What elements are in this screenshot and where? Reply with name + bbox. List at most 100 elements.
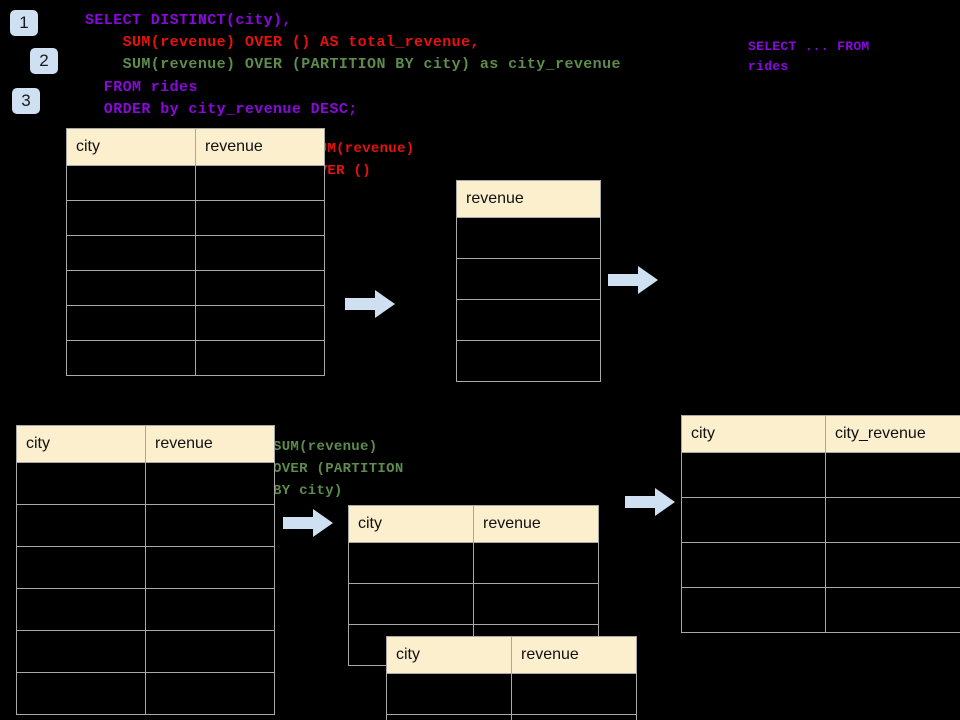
table-header-row: city revenue	[348, 505, 599, 543]
cell-revenue	[145, 588, 275, 631]
cell-city	[386, 673, 512, 715]
column-header-city-revenue: city_revenue	[825, 415, 960, 453]
column-header-revenue: revenue	[195, 128, 325, 166]
cell-city	[348, 583, 474, 625]
table-row	[66, 200, 325, 236]
column-header-city: city	[16, 425, 146, 463]
step-badge-3: 3	[12, 88, 40, 114]
cell-city-revenue	[825, 542, 960, 588]
cell-city	[681, 587, 826, 633]
cell-revenue	[456, 340, 601, 382]
cell-city	[66, 305, 196, 341]
column-header-city: city	[386, 636, 512, 674]
cell-revenue	[511, 673, 637, 715]
partition-group-table-front: city revenue	[386, 636, 637, 720]
cell-revenue	[145, 546, 275, 589]
cell-city-revenue	[825, 497, 960, 543]
cell-city	[66, 165, 196, 201]
cell-city	[681, 497, 826, 543]
table-row	[348, 542, 599, 584]
cell-revenue	[456, 217, 601, 259]
table-row	[681, 452, 960, 498]
step-badge-1: 1	[10, 10, 38, 36]
cell-city	[66, 270, 196, 306]
cell-city-revenue	[825, 587, 960, 633]
column-header-city: city	[348, 505, 474, 543]
column-header-revenue: revenue	[511, 636, 637, 674]
table-header-row: city revenue	[66, 128, 325, 166]
cell-city-revenue	[825, 452, 960, 498]
cell-revenue	[473, 583, 599, 625]
table-row	[66, 235, 325, 271]
cell-revenue	[145, 504, 275, 547]
table-row	[348, 583, 599, 625]
table-header-row: city revenue	[16, 425, 275, 463]
cell-city	[348, 542, 474, 584]
cell-city	[16, 630, 146, 673]
table-header-row: city revenue	[386, 636, 637, 674]
sql-line-order-by: ORDER by city_revenue DESC;	[85, 101, 358, 118]
column-header-revenue: revenue	[145, 425, 275, 463]
sql-line-sum-over-empty: SUM(revenue) OVER () AS total_revenue,	[85, 34, 480, 51]
table-row	[66, 165, 325, 201]
column-header-city: city	[681, 415, 826, 453]
cell-city	[16, 672, 146, 715]
cell-city	[386, 714, 512, 720]
total-revenue-table: revenue	[456, 180, 601, 382]
arrow-rides-to-total	[345, 290, 395, 318]
cell-revenue	[195, 165, 325, 201]
cell-revenue	[473, 542, 599, 584]
cell-revenue	[195, 270, 325, 306]
cell-revenue	[195, 235, 325, 271]
table-row	[681, 542, 960, 588]
cell-city	[16, 462, 146, 505]
table-header-row: revenue	[456, 180, 601, 218]
arrow-rides-to-partition	[283, 509, 333, 537]
cell-revenue	[195, 305, 325, 341]
cell-city	[66, 340, 196, 376]
cell-revenue	[145, 462, 275, 505]
cell-city	[16, 546, 146, 589]
table-row	[16, 588, 275, 631]
table-row	[66, 305, 325, 341]
column-header-city: city	[66, 128, 196, 166]
final-result-table: city city_revenue	[681, 415, 960, 633]
sql-line-select-distinct: SELECT DISTINCT(city),	[85, 12, 292, 29]
cell-revenue	[456, 299, 601, 341]
column-header-revenue: revenue	[456, 180, 601, 218]
cell-city	[66, 200, 196, 236]
table-header-row: city city_revenue	[681, 415, 960, 453]
cell-revenue	[145, 630, 275, 673]
arrow-total-to-result	[608, 266, 658, 294]
cell-revenue	[195, 200, 325, 236]
step-badge-2: 2	[30, 48, 58, 74]
table-row	[456, 299, 601, 341]
cell-city	[66, 235, 196, 271]
rides-source-table-partitioned: city revenue	[16, 425, 275, 715]
annotation-sum-over-partition: SUM(revenue) OVER (PARTITION BY city)	[273, 439, 404, 499]
table-row	[681, 497, 960, 543]
table-row	[16, 630, 275, 673]
cell-city	[681, 452, 826, 498]
table-row	[16, 504, 275, 547]
cell-revenue	[145, 672, 275, 715]
sql-line-sum-over-partition: SUM(revenue) OVER (PARTITION BY city) as…	[85, 56, 621, 73]
table-row	[681, 587, 960, 633]
table-row	[16, 672, 275, 715]
table-row	[66, 340, 325, 376]
arrow-partition-to-result	[625, 488, 675, 516]
sql-line-from-rides: FROM rides	[85, 79, 198, 96]
rides-source-table: city revenue	[66, 128, 325, 376]
cell-revenue	[195, 340, 325, 376]
table-row	[16, 546, 275, 589]
table-row	[456, 217, 601, 259]
cell-city	[16, 588, 146, 631]
table-row	[386, 714, 637, 720]
column-header-revenue: revenue	[473, 505, 599, 543]
table-row	[386, 673, 637, 715]
cell-city	[681, 542, 826, 588]
cell-city	[16, 504, 146, 547]
annotation-select-from-rides: SELECT ... FROM rides	[748, 39, 870, 74]
cell-revenue	[511, 714, 637, 720]
